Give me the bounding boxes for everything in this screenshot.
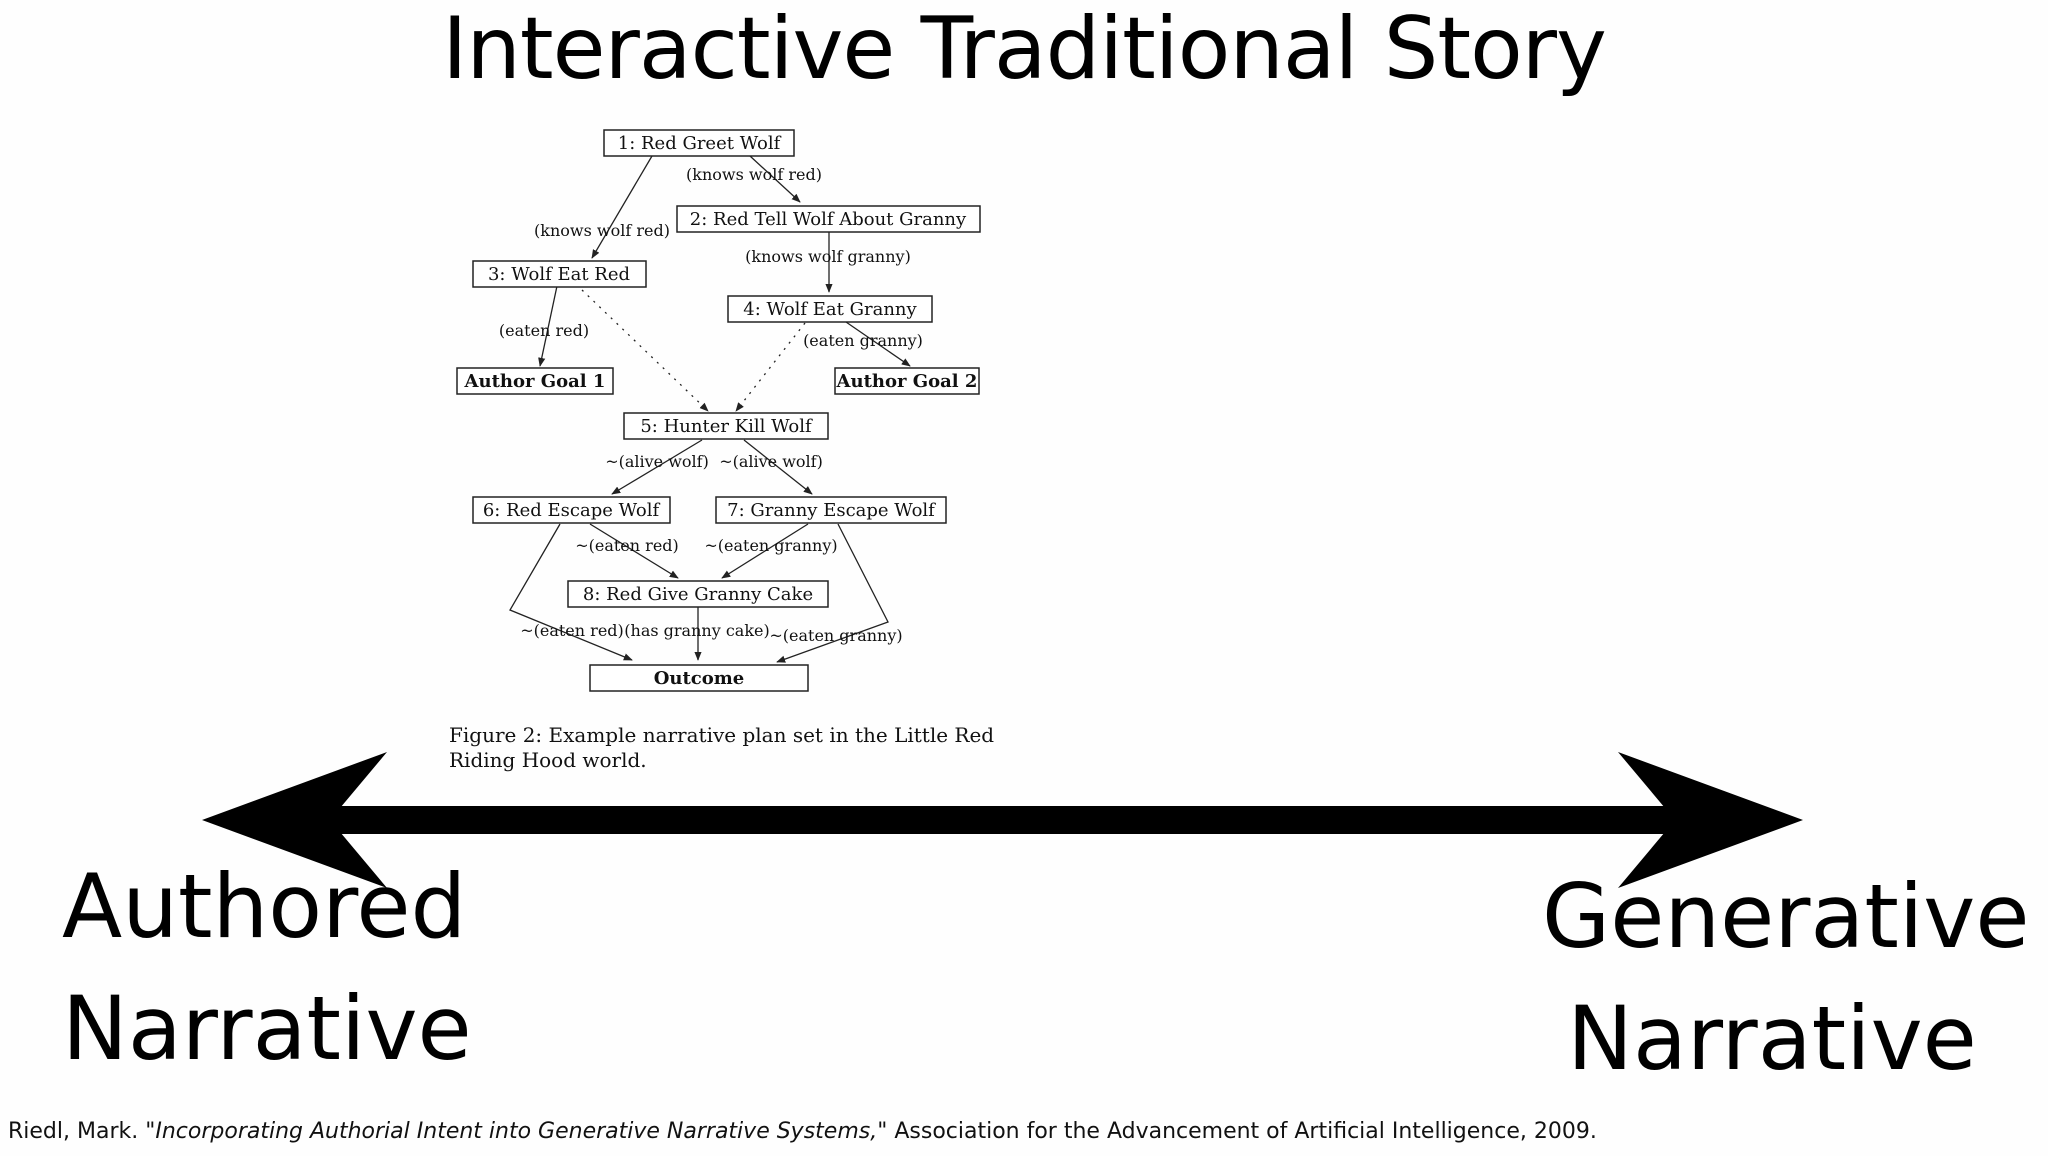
node-label: 2: Red Tell Wolf About Granny (690, 209, 967, 230)
node-goal-2: Author Goal 2 (834, 367, 980, 395)
edge-label: ~(alive wolf) (605, 452, 709, 471)
slide-title: Interactive Traditional Story (442, 0, 1607, 99)
edge-label: (knows wolf red) (686, 165, 822, 184)
node-label: Outcome (654, 668, 745, 689)
edge-label: ~(alive wolf) (719, 452, 823, 471)
node-n6: 6: Red Escape Wolf (472, 496, 671, 524)
node-n8: 8: Red Give Granny Cake (567, 580, 829, 608)
edge-label: ~(eaten red) (575, 536, 679, 555)
node-goal-1: Author Goal 1 (456, 367, 614, 395)
edge-n3-n5 (581, 289, 709, 412)
edge-label: (knows wolf granny) (745, 247, 911, 266)
node-label: 6: Red Escape Wolf (483, 500, 661, 521)
node-n7: 7: Granny Escape Wolf (715, 496, 947, 524)
node-label: 4: Wolf Eat Granny (743, 299, 917, 320)
citation-venue: Association for the Advancement of Artif… (894, 1119, 1597, 1144)
node-outcome: Outcome (589, 664, 809, 692)
node-n2: 2: Red Tell Wolf About Granny (676, 205, 981, 233)
citation-paper-title: "Incorporating Authorial Intent into Gen… (145, 1119, 888, 1144)
edge-label: ~(eaten granny) (704, 536, 837, 555)
edge-label: ~(eaten granny) (769, 626, 902, 645)
label-line: Narrative (1567, 987, 1977, 1090)
edge-label: (eaten granny) (803, 331, 923, 350)
node-label: 3: Wolf Eat Red (488, 264, 630, 285)
edge-n4-n5 (735, 322, 806, 412)
edge-n7-n8 (721, 523, 809, 579)
citation-author: Riedl, Mark. (8, 1119, 139, 1144)
label-line: Generative (1542, 865, 2030, 968)
edge-n7-out (776, 523, 889, 663)
edge-n1-n3 (591, 155, 653, 259)
node-n3: 3: Wolf Eat Red (472, 260, 647, 288)
node-label: Author Goal 1 (464, 371, 606, 392)
edge-n6-out (509, 523, 633, 661)
edge-n3-g1 (538, 285, 558, 367)
label-line: Narrative (62, 977, 472, 1080)
label-line: Authored (62, 855, 467, 958)
node-label: Author Goal 2 (836, 371, 978, 392)
node-label: 5: Hunter Kill Wolf (640, 416, 813, 437)
edge-n4-g2 (845, 321, 911, 367)
edge-label: ~(eaten red) (520, 621, 624, 640)
edge-label: (eaten red) (499, 321, 589, 340)
node-n4: 4: Wolf Eat Granny (727, 295, 933, 323)
edge-n1-n2 (749, 155, 801, 203)
node-label: 8: Red Give Granny Cake (583, 584, 813, 605)
spectrum-double-arrow (202, 752, 1803, 888)
node-n1: 1: Red Greet Wolf (603, 129, 795, 157)
figure-caption: Figure 2: Example narrative plan set in … (449, 723, 995, 772)
citation: Riedl, Mark. "Incorporating Authorial In… (8, 1119, 1597, 1144)
edge-n6-n8 (589, 523, 679, 579)
edge-label: (has granny cake) (624, 621, 769, 640)
node-n5: 5: Hunter Kill Wolf (623, 412, 829, 440)
node-label: 7: Granny Escape Wolf (727, 500, 936, 521)
edge-n5-n7 (743, 439, 813, 495)
edge-n5-n6 (611, 439, 703, 495)
node-label: 1: Red Greet Wolf (618, 133, 782, 154)
edge-label: (knows wolf red) (534, 221, 670, 240)
generative-narrative-label: Generative Narrative (1542, 856, 2030, 1100)
authored-narrative-label: Authored Narrative (62, 846, 472, 1090)
